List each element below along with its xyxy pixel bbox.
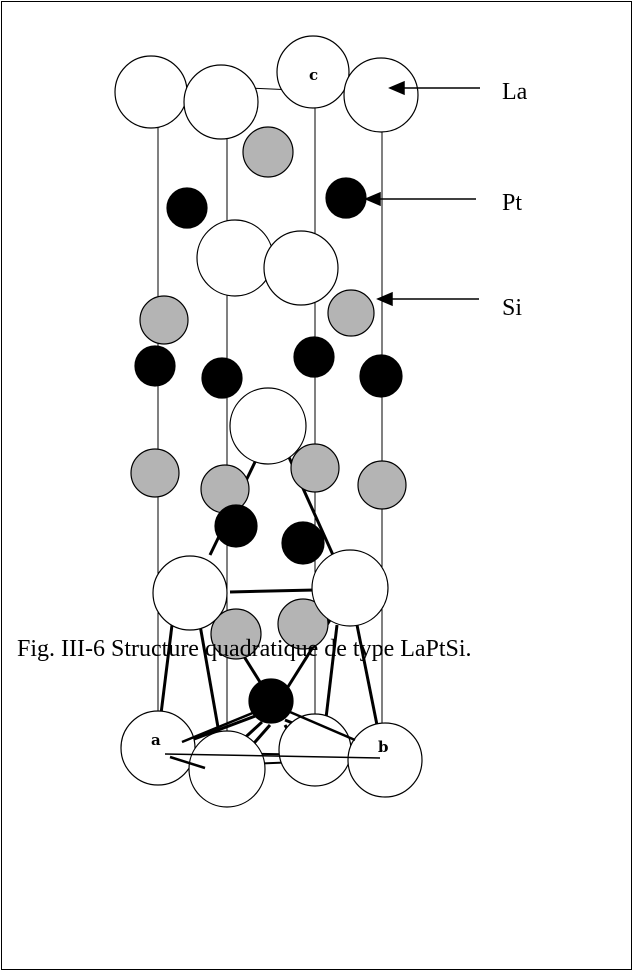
axis-label-b: b bbox=[378, 738, 389, 756]
atoms bbox=[114, 35, 423, 808]
pt-atom bbox=[281, 521, 325, 565]
la-atom bbox=[188, 730, 266, 808]
la-atom bbox=[183, 64, 259, 140]
pt-atom bbox=[248, 678, 294, 724]
si-pointer-head bbox=[376, 291, 393, 307]
axis-label-a: a bbox=[151, 731, 161, 749]
pt-atom bbox=[359, 354, 403, 398]
si-atom bbox=[290, 443, 340, 493]
si-atom bbox=[130, 448, 180, 498]
si-atom bbox=[139, 295, 189, 345]
la-atom bbox=[263, 230, 339, 306]
si-atom bbox=[357, 460, 407, 510]
la-atom bbox=[152, 555, 228, 631]
bond bbox=[181, 710, 256, 744]
axis-label-c: c bbox=[309, 66, 318, 84]
pt-atom bbox=[134, 345, 176, 387]
la-atom bbox=[276, 35, 350, 109]
pt-atom bbox=[214, 504, 258, 548]
si-atom bbox=[210, 608, 262, 660]
la-atom bbox=[278, 713, 352, 787]
si-atom bbox=[277, 598, 329, 650]
pointers bbox=[364, 80, 480, 307]
la-atom bbox=[114, 55, 188, 129]
la-atom bbox=[196, 219, 274, 297]
pt-atom bbox=[293, 336, 335, 378]
figure-caption: Fig. III-6 Structure quadratique de type… bbox=[17, 636, 472, 662]
la-label: La bbox=[502, 79, 528, 105]
pt-label: Pt bbox=[502, 190, 522, 216]
pt-atom bbox=[166, 187, 208, 229]
la-atom bbox=[343, 57, 419, 133]
front-bonds bbox=[164, 710, 381, 770]
bond bbox=[355, 624, 382, 741]
si-atom bbox=[242, 126, 294, 178]
pt-atom bbox=[201, 357, 243, 399]
si-atom bbox=[327, 289, 375, 337]
pt-atom bbox=[325, 177, 367, 219]
bond bbox=[169, 755, 206, 770]
la-pointer-head bbox=[388, 80, 405, 96]
la-atom bbox=[311, 549, 389, 627]
la-atom bbox=[347, 722, 423, 798]
pt-pointer-head bbox=[364, 191, 381, 207]
si-label: Si bbox=[502, 295, 522, 321]
bond bbox=[164, 753, 381, 759]
bond bbox=[229, 588, 316, 594]
bond bbox=[289, 710, 356, 742]
la-atom bbox=[229, 387, 307, 465]
